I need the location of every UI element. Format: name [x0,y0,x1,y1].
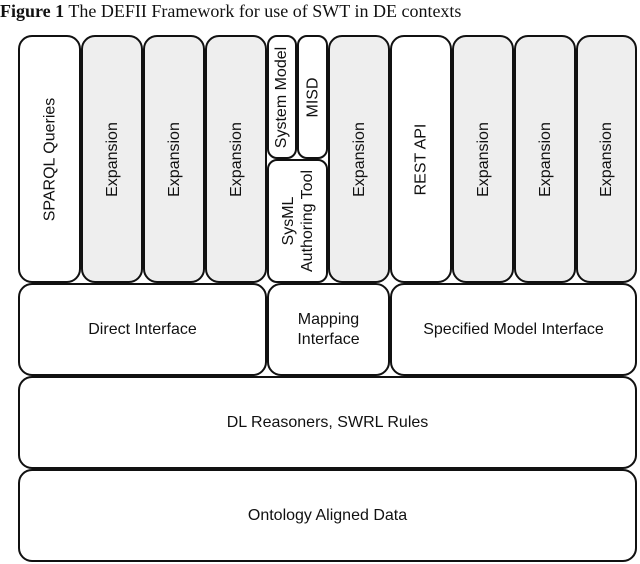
expansion-box-6: Expansion [514,35,576,283]
rest-api-label: REST API [412,123,430,195]
mapping-interface-label: Mapping Interface [297,310,359,350]
sysml-line-2: Authoring Tool [298,170,316,272]
figure-title: The DEFII Framework for use of SWT in DE… [68,1,462,21]
expansion-label: Expansion [103,121,121,197]
misd-label: MISD [304,77,321,117]
ontology-layer-box: Ontology Aligned Data [18,469,637,562]
expansion-label: Expansion [350,121,368,197]
expansion-label: Expansion [474,121,492,197]
direct-interface-label: Direct Interface [88,320,197,338]
rest-api-box: REST API [390,35,452,283]
expansion-box-4: Expansion [328,35,390,283]
system-model-label: System Model [273,46,291,148]
mapping-line-1: Mapping [297,310,360,328]
system-model-box: System Model [267,35,297,159]
specified-model-interface-box: Specified Model Interface [390,283,637,376]
expansion-box-5: Expansion [452,35,514,283]
expansion-label: Expansion [598,121,615,197]
ontology-layer-label: Ontology Aligned Data [247,506,408,524]
expansion-label: Expansion [227,121,245,197]
expansion-label: Expansion [536,121,554,197]
expansion-label: Expansion [165,121,183,197]
sysml-authoring-tool-label: SysML Authoring Tool [279,170,317,272]
expansion-box-7: Expansion [576,35,637,283]
direct-interface-box: Direct Interface [18,283,267,376]
sysml-authoring-tool-box: SysML Authoring Tool [267,159,328,283]
expansion-box-1: Expansion [81,35,143,283]
sparql-queries-label: SPARQL Queries [41,97,59,221]
figure-caption: Figure 1 The DEFII Framework for use of … [0,2,640,32]
sparql-queries-box: SPARQL Queries [18,35,81,283]
sysml-line-1: SysML [279,196,297,246]
mapping-line-2: Interface [297,330,360,348]
mapping-interface-box: Mapping Interface [267,283,390,376]
reasoners-layer-box: DL Reasoners, SWRL Rules [18,376,637,469]
specified-model-interface-label: Specified Model Interface [423,320,604,338]
misd-box: MISD [297,35,328,159]
expansion-box-2: Expansion [143,35,205,283]
reasoners-layer-label: DL Reasoners, SWRL Rules [226,413,429,431]
expansion-box-3: Expansion [205,35,267,283]
figure-label: Figure 1 [0,1,65,21]
